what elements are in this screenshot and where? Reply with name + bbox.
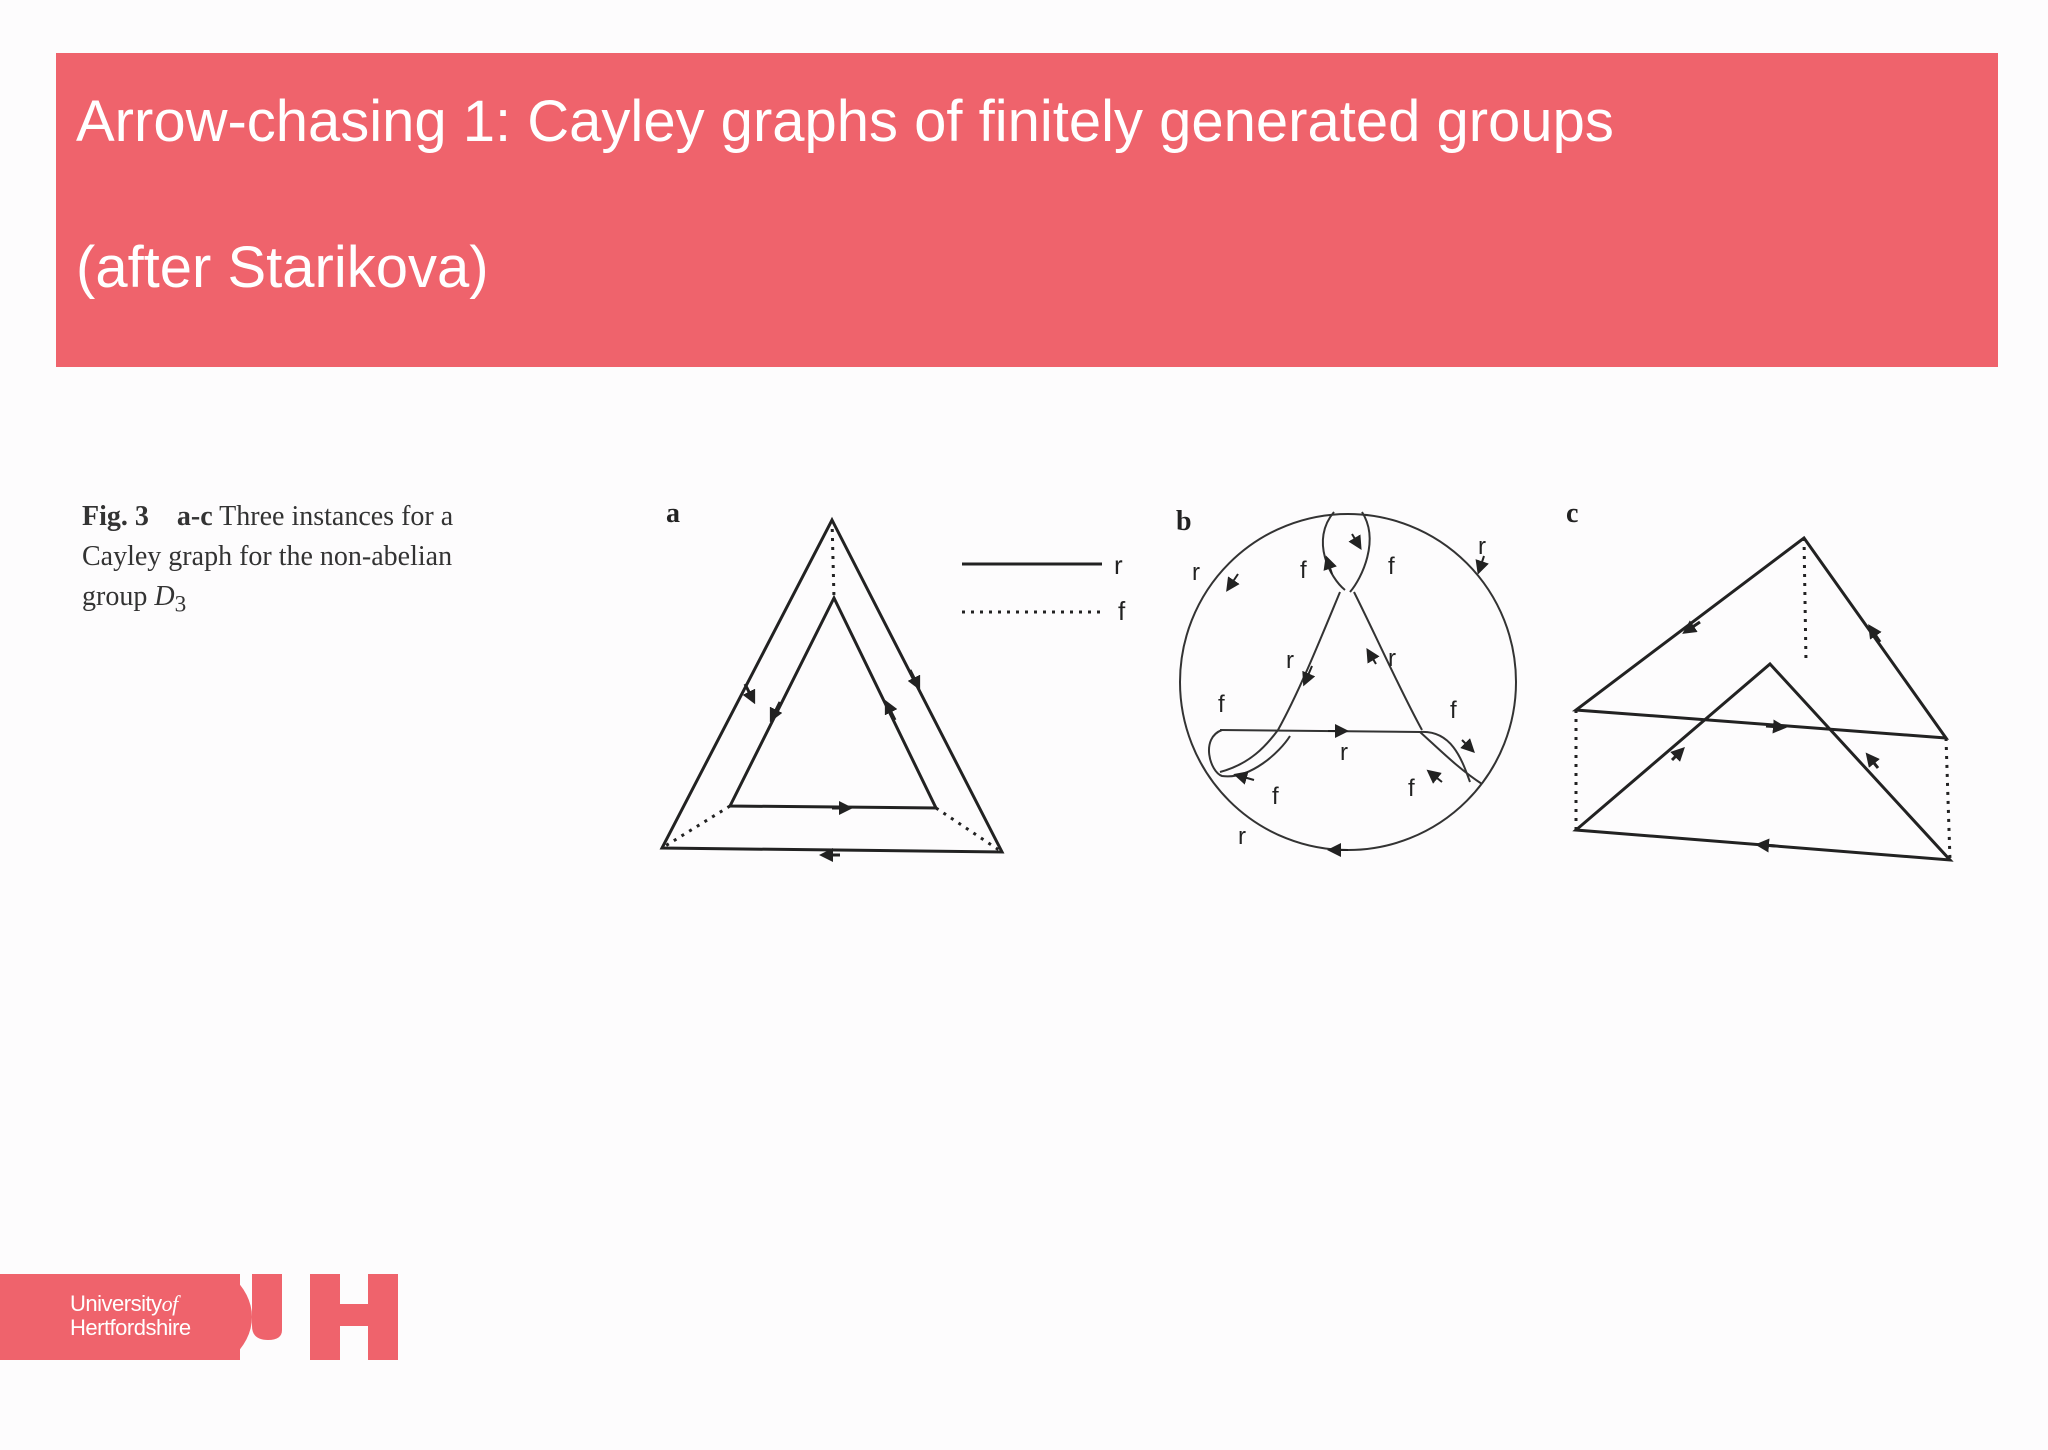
edge-label-r: r [1192, 559, 1200, 586]
panel-c-arrow-lower-base [1755, 838, 1777, 853]
edge-label-f: f [1272, 783, 1279, 810]
logo-line1-suffix: of [161, 1291, 179, 1316]
panel-a-dotted-edge-top [830, 519, 836, 599]
edge-label-f: f [1218, 691, 1225, 718]
panel-a-diagram [659, 516, 1005, 862]
slide-title: Arrow-chasing 1: Cayley graphs of finite… [76, 89, 1614, 154]
caption-panels: a-c [176, 501, 213, 532]
panel-c-arrow-upper-base [1765, 719, 1787, 734]
panel-b-left-tail [1219, 729, 1279, 773]
logo-line2: Hertfordshire [70, 1315, 191, 1340]
caption-fig-number: Fig. 3 [82, 501, 149, 532]
panel-c-arrow-upper-right [1868, 624, 1882, 643]
panel-a-arrow-right-down [907, 669, 921, 691]
logo-line1: University [70, 1291, 162, 1316]
panel-c-label: c [1566, 498, 1578, 529]
panel-b-diagram [1179, 511, 1517, 857]
figure-caption: Fig. 3 a-c Three instances for a Cayley … [82, 497, 512, 625]
panel-b-top-loop-right [1349, 511, 1371, 593]
panel-a-arrow-left-up [742, 683, 756, 705]
panel-c-dotted-vertical [1802, 537, 1808, 663]
edge-label-f: f [1300, 557, 1307, 584]
panel-b-strand-right [1353, 591, 1423, 731]
panel-b-left-loop [1207, 729, 1291, 778]
title-band: Arrow-chasing 1: Cayley graphs of finite… [56, 53, 1998, 367]
edge-label-r: r [1478, 533, 1486, 560]
edge-label-r: r [1388, 645, 1396, 672]
caption-group-subscript: 3 [174, 591, 187, 618]
panel-a-arrow-inner-left [769, 701, 783, 723]
logo-letter-u [252, 1274, 282, 1340]
panel-c-diagram [1571, 535, 1954, 862]
panel-c-dotted-right [1944, 737, 1952, 861]
edge-label-f: f [1450, 697, 1457, 724]
university-logo-band [0, 1274, 240, 1360]
panel-a-label: a [666, 498, 680, 529]
legend: r f [962, 550, 1126, 626]
panel-b-edge-labels: r f f r r r f f r f f r [1192, 533, 1486, 850]
panel-b-strand-left [1277, 591, 1341, 731]
university-logo-text: Universityof Hertfordshire [70, 1292, 191, 1340]
panel-c-arrow-lower-left [1670, 747, 1685, 762]
legend-solid-label: r [1114, 550, 1123, 580]
logo-letter-h-bar [310, 1304, 398, 1326]
panel-c-arrow-upper-left [1682, 620, 1701, 634]
panel-c-arrow-lower-right [1865, 752, 1880, 769]
panel-a-arrow-inner-right [884, 699, 898, 721]
edge-label-r: r [1340, 739, 1348, 766]
edge-label-r: r [1286, 647, 1294, 674]
caption-group: D [154, 581, 175, 612]
panel-b-label: b [1176, 506, 1192, 537]
slide-subtitle: (after Starikova) [76, 235, 489, 300]
legend-dotted-label: f [1118, 596, 1126, 626]
edge-label-r: r [1238, 823, 1246, 850]
panel-b-right-loop [1419, 731, 1483, 785]
edge-label-f: f [1408, 775, 1415, 802]
edge-label-f: f [1388, 553, 1395, 580]
caption-text: Three instances for a Cayley graph for t… [82, 501, 454, 612]
